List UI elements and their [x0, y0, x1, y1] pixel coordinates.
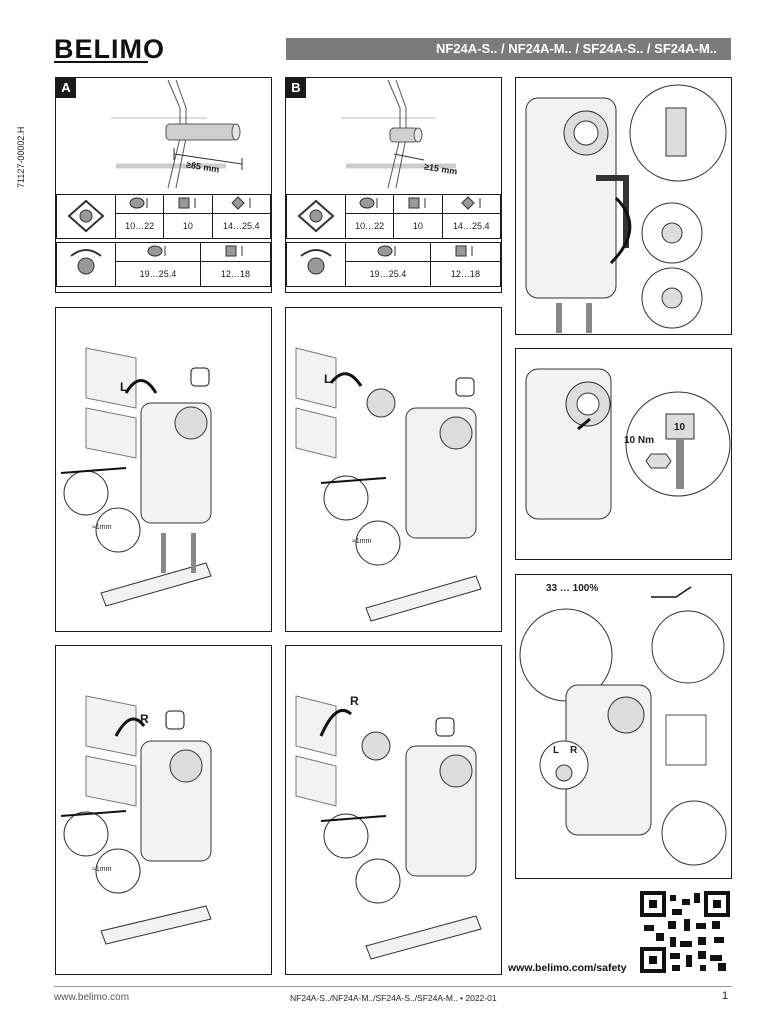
- round-range: 10…22: [114, 213, 165, 239]
- safety-link[interactable]: www.belimo.com/safety: [508, 962, 627, 974]
- round-range: 10…22: [344, 213, 395, 239]
- clearance-label: ≈1mm: [92, 524, 112, 531]
- footer-divider: [54, 986, 732, 987]
- diamond-range: 14…25.4: [441, 213, 501, 239]
- clamp-icon-cell: [286, 242, 346, 287]
- mounting-illustration-short-right: [295, 695, 482, 960]
- manual-left-label: L: [553, 745, 560, 756]
- u-bolt-clamp-icon: [300, 248, 332, 274]
- round-range: 19…25.4: [345, 261, 431, 287]
- shaft-size-table-2: 19…25.4 12…18: [286, 242, 501, 287]
- short-shaft-illustration: [341, 79, 456, 189]
- square-shaft-icon: [393, 194, 443, 214]
- round-shaft-icon: [344, 194, 395, 214]
- shaft-size-table: 10…22 10 14…25.4: [56, 194, 271, 239]
- mount-left-panel-1: L ≈1mm: [55, 307, 272, 632]
- shaft-size-table: 10…22 10 14…25.4: [286, 194, 501, 239]
- panel-a-shaft-length: A ≥85 mm 10…22 10 14…25.4: [55, 77, 272, 293]
- universal-clamp-icon: [67, 199, 105, 232]
- shaft-illustration: [111, 79, 243, 189]
- rotation-right-label: R: [140, 712, 149, 726]
- square-range: 12…18: [199, 261, 271, 287]
- footer-doc-ref: NF24A-S../NF24A-M../SF24A-S../SF24A-M.. …: [290, 993, 497, 1003]
- clamp-icon-cell: [56, 194, 116, 239]
- rotation-left-label: L: [324, 372, 332, 386]
- mount-left-panel-4: R: [285, 645, 502, 975]
- square-range: 10: [163, 213, 213, 239]
- panel-tag: A: [56, 78, 76, 98]
- square-range: 12…18: [429, 261, 501, 287]
- diamond-shaft-icon: [441, 194, 501, 214]
- torque-panel: 10 10 Nm: [515, 348, 732, 560]
- clamp-icon-cell: [286, 194, 346, 239]
- torque-value-label: 10 Nm: [624, 435, 655, 446]
- square-shaft-icon: [163, 194, 213, 214]
- aux-switch-illustration: [519, 586, 727, 866]
- document-code: 71127-00002.H: [16, 126, 26, 188]
- mounting-illustration-short: [295, 347, 482, 622]
- rotation-right-label: R: [350, 694, 359, 708]
- mount-left-panel-2: L ≈1mm: [285, 307, 502, 632]
- universal-clamp-icon: [297, 199, 335, 232]
- rotation-left-label: L: [120, 380, 128, 394]
- torque-illustration: [525, 368, 731, 520]
- aux-switch-panel: 33 … 100% L R: [515, 574, 732, 879]
- round-shaft-icon: [115, 242, 201, 262]
- diamond-shaft-icon: [211, 194, 271, 214]
- panel-tag: B: [286, 78, 306, 98]
- logo-underline: [54, 61, 148, 63]
- u-bolt-clamp-icon: [70, 248, 102, 274]
- panel-b-shaft-length: B ≥15 mm 10…22 10 14…25.4: [285, 77, 502, 293]
- socket-size-label: 10: [674, 422, 686, 433]
- manual-crank-illustration: [525, 84, 727, 333]
- document-title: NF24A-S.. / NF24A-M.. / SF24A-S.. / SF24…: [286, 38, 731, 60]
- square-shaft-icon: [199, 242, 271, 262]
- diamond-range: 14…25.4: [211, 213, 271, 239]
- clearance-label: ≈1mm: [92, 866, 112, 873]
- mounting-illustration-left: [60, 347, 212, 607]
- manual-crank-panel: [515, 77, 732, 335]
- mounting-illustration-right: [60, 695, 212, 945]
- round-range: 19…25.4: [115, 261, 201, 287]
- clearance-label: ≈1mm: [352, 538, 372, 545]
- clamp-icon-cell: [56, 242, 116, 287]
- manual-right-label: R: [570, 745, 578, 756]
- round-shaft-icon: [114, 194, 165, 214]
- square-range: 10: [393, 213, 443, 239]
- page-number: 1: [722, 990, 729, 1002]
- brand-logo: BELIMO: [54, 34, 165, 64]
- footer-website[interactable]: www.belimo.com: [54, 992, 130, 1003]
- mount-left-panel-3: R ≈1mm: [55, 645, 272, 975]
- aux-switch-range: 33 … 100%: [546, 583, 599, 594]
- square-shaft-icon: [429, 242, 501, 262]
- round-shaft-icon: [345, 242, 431, 262]
- qr-code-icon: [640, 891, 730, 973]
- shaft-size-table-2: 19…25.4 12…18: [56, 242, 271, 287]
